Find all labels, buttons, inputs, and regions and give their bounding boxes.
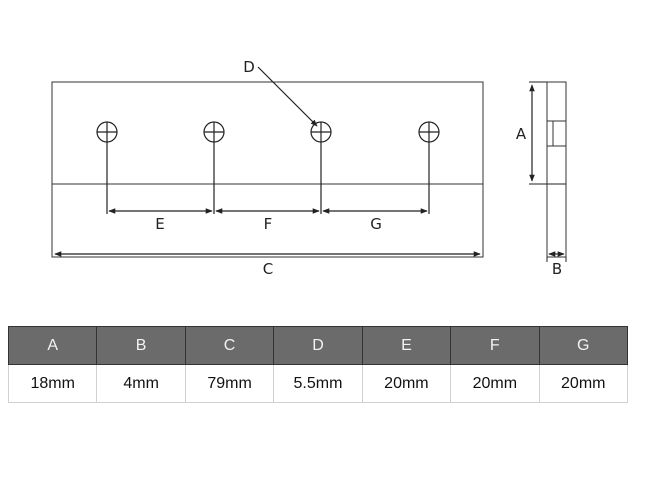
header-c: C	[184, 326, 275, 365]
hole-4	[418, 121, 440, 143]
value-e: 20mm	[361, 364, 452, 403]
label-c: C	[263, 260, 273, 278]
header-f: F	[450, 326, 540, 365]
label-a: A	[516, 125, 527, 143]
side-outline	[546, 81, 567, 258]
label-e: E	[155, 215, 164, 233]
table-header-row: A B C D E F G	[7, 326, 629, 365]
header-g: G	[538, 326, 629, 365]
header-d: D	[273, 326, 363, 365]
label-g: G	[370, 215, 382, 233]
extension-lines	[106, 142, 430, 214]
leader-d	[257, 66, 318, 127]
value-d: 5.5mm	[273, 364, 363, 403]
label-d: D	[243, 58, 255, 76]
hole-1	[96, 121, 118, 143]
value-a: 18mm	[7, 364, 98, 403]
plate-front-view	[51, 81, 484, 258]
value-b: 4mm	[96, 364, 186, 403]
side-extension-lines	[529, 81, 567, 262]
value-g: 20mm	[538, 364, 629, 403]
header-b: B	[96, 326, 186, 365]
label-b: B	[552, 260, 562, 278]
label-f: F	[264, 215, 273, 233]
technical-drawing: E F G C D A B	[51, 58, 567, 278]
hole-2	[203, 121, 225, 143]
header-a: A	[7, 326, 98, 365]
value-c: 79mm	[184, 364, 275, 403]
header-e: E	[361, 326, 452, 365]
hole-3	[310, 121, 332, 143]
plate-side-view	[546, 81, 567, 258]
dimension-table: A B C D E F G 18mm 4mm 79mm 5.5mm 20mm 2…	[7, 326, 629, 403]
plate-outline	[51, 81, 484, 258]
table-row: 18mm 4mm 79mm 5.5mm 20mm 20mm 20mm	[7, 364, 629, 403]
value-f: 20mm	[450, 364, 540, 403]
